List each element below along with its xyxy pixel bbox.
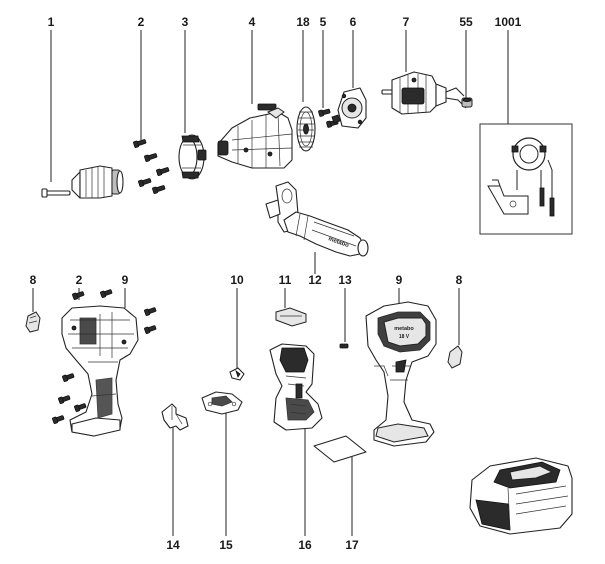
part-4-gearbox bbox=[217, 103, 293, 169]
label-part-9-left: 9 bbox=[122, 273, 129, 287]
part-9-housing-left bbox=[61, 305, 139, 437]
label-part-11: 11 bbox=[279, 273, 292, 287]
part-6-motor-flange bbox=[331, 87, 367, 129]
part-14-bracket bbox=[161, 403, 189, 431]
part-8-cap-left bbox=[25, 311, 41, 333]
label-part-10: 10 bbox=[230, 273, 244, 287]
label-part-9-right: 9 bbox=[396, 273, 403, 287]
label-part-8-right: 8 bbox=[456, 273, 463, 287]
part-15-contact-plate bbox=[201, 391, 243, 415]
part-1001-wiring-detail bbox=[479, 123, 573, 235]
part-55-sleeve bbox=[461, 97, 473, 108]
part-1-chuck-screw bbox=[41, 188, 71, 198]
label-part-6: 6 bbox=[350, 15, 357, 29]
housing-voltage-text: 18 V bbox=[399, 334, 410, 340]
label-part-1001: 1001 bbox=[495, 15, 522, 29]
label-part-1: 1 bbox=[48, 15, 55, 29]
label-part-2-mid: 2 bbox=[76, 273, 83, 287]
part-12-side-handle: metabo bbox=[265, 181, 369, 257]
housing-brand-text: metabo bbox=[394, 326, 414, 332]
part-2-screws-top bbox=[133, 139, 170, 194]
part-3-clamping-ring bbox=[178, 134, 207, 180]
leader-lines bbox=[32, 30, 509, 536]
label-part-13: 13 bbox=[338, 273, 352, 287]
label-part-3: 3 bbox=[182, 15, 189, 29]
part-13-pin bbox=[339, 343, 349, 349]
part-16-switch-module bbox=[269, 343, 323, 431]
label-part-8-left: 8 bbox=[30, 273, 37, 287]
label-part-7: 7 bbox=[403, 15, 410, 29]
label-part-4: 4 bbox=[249, 15, 256, 29]
label-part-18: 18 bbox=[296, 15, 310, 29]
label-part-2-top: 2 bbox=[138, 15, 145, 29]
label-part-12: 12 bbox=[308, 273, 322, 287]
keyless-chuck bbox=[71, 165, 124, 199]
part-18-gear-disc bbox=[296, 106, 316, 152]
label-part-17: 17 bbox=[345, 538, 359, 552]
part-7-motor bbox=[381, 71, 467, 115]
label-part-5: 5 bbox=[320, 15, 327, 29]
part-2-screws-housing bbox=[52, 289, 157, 424]
label-part-55: 55 bbox=[459, 15, 473, 29]
battery-pack bbox=[469, 457, 573, 535]
label-part-16: 16 bbox=[298, 538, 312, 552]
part-9-housing-right: metabo 18 V bbox=[365, 301, 437, 447]
part-17-label bbox=[313, 435, 367, 463]
label-part-15: 15 bbox=[219, 538, 233, 552]
part-11-slider bbox=[275, 307, 307, 327]
label-part-14: 14 bbox=[166, 538, 180, 552]
part-10-clip bbox=[229, 367, 245, 381]
part-8-cap-right bbox=[447, 345, 463, 369]
